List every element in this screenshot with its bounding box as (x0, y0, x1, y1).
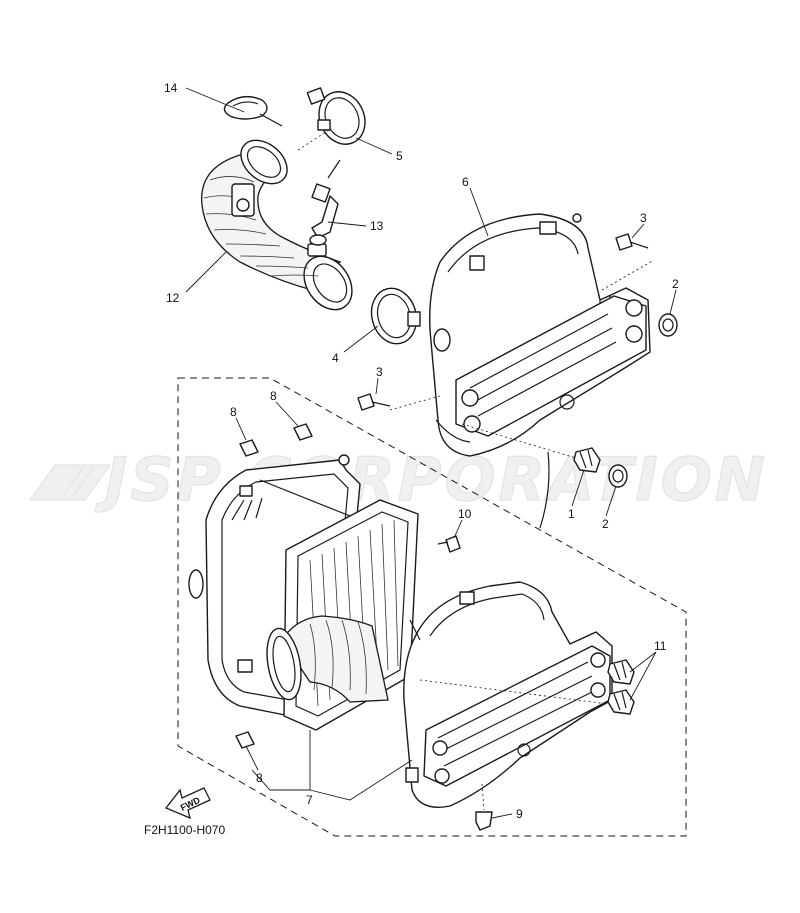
callout-1: 1 (568, 507, 575, 521)
callout-4: 4 (332, 351, 339, 365)
watermark: JSP CORPORATION (28, 444, 768, 516)
part-intake-hose-12 (201, 139, 353, 311)
part-bolt-3-lower (357, 393, 391, 411)
part-clamp-5 (306, 87, 366, 145)
callout-7: 7 (306, 793, 313, 807)
callout-11: 11 (654, 639, 667, 653)
assembly-line-e (419, 679, 609, 705)
callout-10: 10 (458, 507, 472, 521)
callout-14: 14 (164, 81, 178, 95)
part-damper-11-b (607, 689, 635, 715)
part-band-14 (223, 95, 283, 127)
assembly-line-a (297, 127, 333, 151)
part-grommet-1 (573, 447, 601, 473)
callout-5: 5 (396, 149, 403, 163)
callout-3-upper: 3 (640, 211, 647, 225)
assembly-line-c (389, 395, 441, 411)
part-case-right (403, 581, 613, 808)
callout-8-b: 8 (270, 389, 277, 403)
callout-2-lower: 2 (602, 517, 609, 531)
part-bolt-3-upper (615, 233, 649, 251)
leader-lines (185, 87, 677, 819)
part-damper-11-a (607, 659, 635, 685)
assembly-arrow (539, 451, 550, 529)
part-clamp-4 (370, 287, 421, 345)
callout-12: 12 (166, 291, 180, 305)
part-clip-8-c (235, 731, 255, 749)
assembly-boundary (177, 377, 687, 837)
callout-9: 9 (516, 807, 523, 821)
callout-3-lower: 3 (376, 365, 383, 379)
fwd-arrow-icon: FWD (164, 787, 211, 820)
part-clip-8-a (239, 439, 259, 457)
part-fitting-13 (309, 159, 341, 246)
callout-6: 6 (462, 175, 469, 189)
callout-13: 13 (370, 219, 384, 233)
callout-8-a: 8 (230, 405, 237, 419)
watermark-logo-mark (28, 464, 112, 501)
watermark-text: JSP CORPORATION (95, 445, 768, 515)
assembly-line-f (481, 783, 485, 811)
part-case-cover-6 (429, 213, 651, 457)
part-cap-2-upper (658, 313, 678, 337)
figure-code: F2H1100-H070 (144, 823, 225, 837)
part-inner-duct (266, 615, 389, 703)
callout-2-upper: 2 (672, 277, 679, 291)
callout-8-c: 8 (256, 771, 263, 785)
part-clip-8-b (293, 423, 313, 441)
part-drain-9 (475, 811, 493, 831)
part-cap-2-lower (608, 464, 628, 488)
assembly-line-b (601, 259, 655, 291)
part-screw-10 (437, 535, 461, 553)
